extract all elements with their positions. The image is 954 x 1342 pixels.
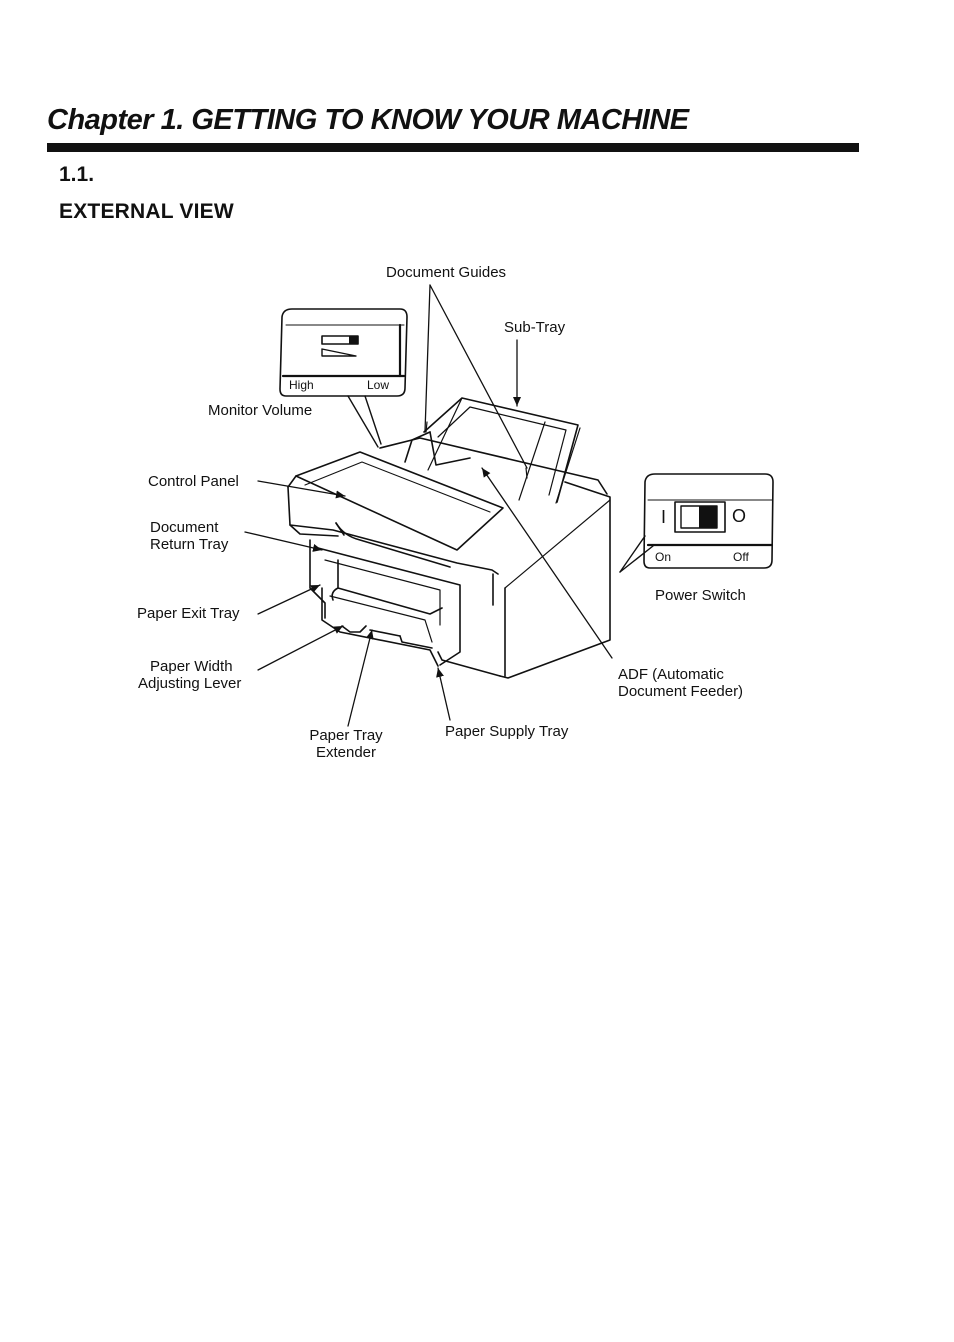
chapter-title: Chapter 1. GETTING TO KNOW YOUR MACHINE: [47, 104, 689, 136]
volume-high-label: High: [289, 378, 314, 392]
label-document-guides: Document Guides: [386, 264, 507, 281]
power-on-symbol: I: [661, 507, 667, 527]
chapter-rule: [47, 143, 859, 152]
label-sub-tray: Sub-Tray: [504, 319, 566, 336]
label-paper-width-2: Adjusting Lever: [138, 675, 242, 692]
rocker-switch-icon: [674, 501, 726, 533]
volume-wedge-icon: [321, 348, 357, 357]
label-paper-width-1: Paper Width: [150, 658, 233, 675]
volume-low-label: Low: [367, 378, 390, 392]
section-number: 1.1.: [59, 163, 95, 186]
monitor-volume-inset: [279, 308, 408, 448]
label-paper-exit-tray: Paper Exit Tray: [137, 605, 240, 622]
section-title: EXTERNAL VIEW: [59, 200, 234, 223]
label-power-switch: Power Switch: [655, 587, 746, 604]
label-document-return-tray-1: Document: [150, 519, 219, 536]
label-paper-tray-extender-1: Paper Tray: [309, 727, 383, 744]
label-monitor-volume: Monitor Volume: [208, 402, 313, 419]
power-switch-inset: [619, 473, 774, 573]
label-paper-supply-tray: Paper Supply Tray: [445, 723, 569, 740]
fax-machine-illustration: [287, 397, 611, 679]
label-document-return-tray-2: Return Tray: [150, 536, 229, 553]
leader-lines: [244, 284, 613, 727]
label-paper-tray-extender-2: Extender: [315, 744, 377, 761]
label-adf-2: Document Feeder): [618, 683, 744, 700]
power-off-label: Off: [733, 550, 749, 564]
power-on-label: On: [655, 550, 672, 564]
label-adf-1: ADF (Automatic: [618, 666, 724, 683]
power-off-symbol: O: [732, 506, 747, 526]
label-control-panel: Control Panel: [148, 473, 239, 490]
